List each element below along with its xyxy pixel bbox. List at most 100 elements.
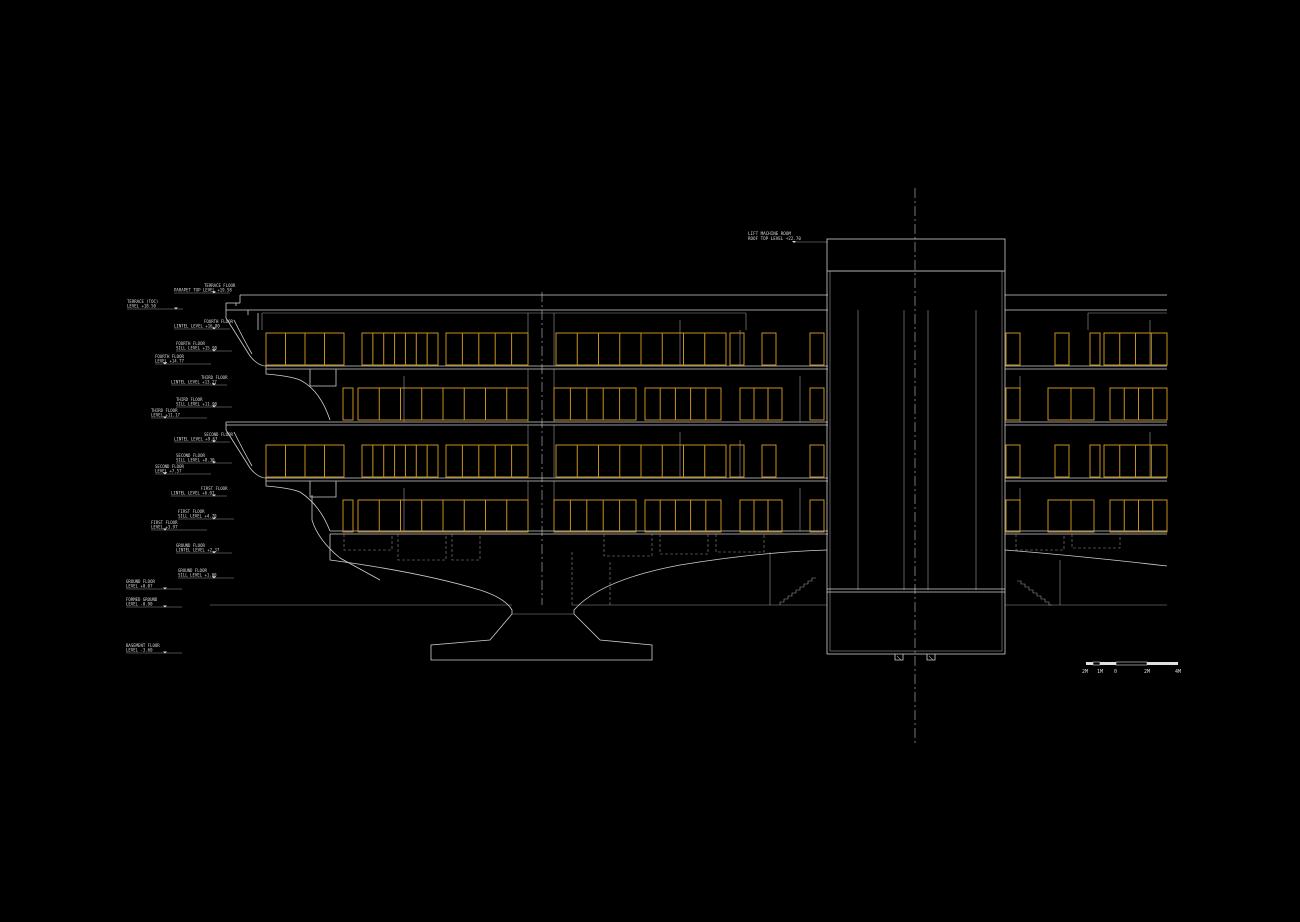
- level-marker: [212, 383, 216, 386]
- lift-label-line1: LIFT MACHINE ROOM: [748, 231, 791, 236]
- level-marker: [212, 517, 216, 520]
- scale-label-2: 0: [1114, 669, 1117, 675]
- window: [342, 499, 354, 533]
- roof-parapet: [225, 294, 1167, 330]
- level-label-name: GROUND FLOOR: [176, 543, 205, 548]
- window: [809, 387, 825, 421]
- window: [361, 444, 439, 478]
- level-label-value: LINTEL LEVEL +13.27: [171, 380, 217, 385]
- window: [1054, 332, 1070, 366]
- level-marker: [163, 528, 167, 531]
- window: [1005, 332, 1021, 366]
- level-marker: [212, 349, 216, 352]
- window: [342, 387, 354, 421]
- level-label-value: LEVEL +3.97: [151, 525, 178, 530]
- level-label-name: THIRD FLOOR: [201, 375, 228, 380]
- window: [1089, 332, 1101, 366]
- window: [445, 444, 529, 478]
- window: [739, 387, 783, 421]
- level-label-name: SECOND FLOOR: [176, 453, 205, 458]
- level-label-value: SILL LEVEL +4.70: [178, 514, 217, 519]
- level-label-value: LEVEL -3.60: [126, 648, 153, 653]
- substructure: [210, 534, 1168, 661]
- lift-level-marker: [792, 241, 796, 243]
- scale-label-4: 4M: [1175, 669, 1181, 675]
- level-marker: [212, 576, 216, 579]
- level-label-name: SECOND FLOOR: [204, 432, 233, 437]
- level-label-name: FOURTH FLOOR: [204, 319, 233, 324]
- window: [644, 387, 722, 421]
- level-marker: [212, 327, 216, 330]
- level-label-value: SILL LEVEL +8.30: [176, 458, 215, 463]
- level-label-name: FIRST FLOOR: [151, 520, 178, 525]
- level-label-value: LEVEL +18.50: [127, 304, 156, 309]
- scale-label-0: 2M: [1082, 669, 1088, 675]
- level-label-name: SECOND FLOOR: [155, 464, 184, 469]
- window: [1005, 499, 1021, 533]
- window: [729, 444, 745, 478]
- window: [361, 332, 439, 366]
- level-label-value: LINTEL LEVEL +6.07: [171, 491, 215, 496]
- level-label-value: PARAPET TOP LEVEL +19.58: [174, 288, 232, 293]
- window: [809, 332, 825, 366]
- level-marker: [174, 307, 178, 310]
- level-label-value: SILL LEVEL +15.90: [176, 346, 218, 351]
- level-label-name: TERRACE FLOOR: [204, 283, 236, 288]
- scale-label-1: 1M: [1097, 669, 1103, 675]
- curved-facade: [225, 303, 381, 581]
- level-label-value: LEVEL +14.77: [155, 359, 184, 364]
- window: [1005, 387, 1021, 421]
- level-label-name: FOURTH FLOOR: [176, 341, 205, 346]
- level-label-value: LEVEL +11.17: [151, 413, 180, 418]
- window: [761, 444, 777, 478]
- level-label-name: THIRD FLOOR: [151, 408, 178, 413]
- window: [445, 332, 529, 366]
- level-label: TERRACE (TOC)LEVEL +18.50: [127, 299, 183, 310]
- window: [644, 499, 722, 533]
- window: [809, 499, 825, 533]
- level-label-name: THIRD FLOOR: [176, 397, 203, 402]
- level-marker: [163, 651, 167, 654]
- window: [739, 499, 783, 533]
- level-marker: [163, 362, 167, 365]
- level-label-value: LINTEL LEVEL +2.37: [176, 548, 220, 553]
- level-label-value: SILL LEVEL +1.00: [178, 573, 217, 578]
- level-marker: [212, 291, 216, 294]
- level-marker: [212, 405, 216, 408]
- level-marker: [163, 416, 167, 419]
- floor-slabs: [226, 365, 1167, 535]
- lift-core: [826, 238, 1006, 661]
- scale-label-3: 2M: [1144, 669, 1150, 675]
- level-marker: [212, 461, 216, 464]
- level-label-value: LEVEL +0.07: [126, 584, 153, 589]
- level-marker: [212, 494, 216, 497]
- level-label-name: FIRST FLOOR: [201, 486, 228, 491]
- level-label-value: LINTEL LEVEL +9.67: [174, 437, 218, 442]
- level-label-name: BASEMENT FLOOR: [126, 643, 160, 648]
- window: [1089, 444, 1101, 478]
- scale-bar: 2M 1M 0 2M 4M: [1082, 661, 1181, 675]
- level-label-name: FORMED GROUND: [126, 597, 158, 602]
- window: [729, 332, 745, 366]
- window: [553, 387, 637, 421]
- windows: [265, 332, 1168, 533]
- level-label-name: FOURTH FLOOR: [155, 354, 184, 359]
- level-label-value: LEVEL -0.90: [126, 602, 153, 607]
